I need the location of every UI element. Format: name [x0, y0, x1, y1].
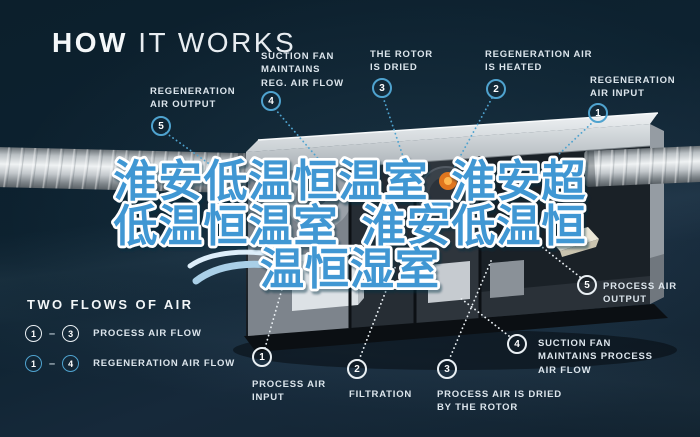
- callout-label-suction-fan-reg: SUCTION FAN MAINTAINS REG. AIR FLOW: [261, 51, 344, 89]
- left-duct: [0, 147, 256, 194]
- callout-number-process-4: 4: [507, 334, 527, 354]
- callout-number-process-3: 3: [437, 359, 457, 379]
- callout-number-process-1: 1: [252, 347, 272, 367]
- legend-row-regeneration: 1 – 4 REGENERATION AIR FLOW: [25, 355, 235, 372]
- callout-label-suction-fan-process: SUCTION FAN MAINTAINS PROCESS AIR FLOW: [538, 338, 653, 376]
- right-duct: [584, 145, 700, 187]
- callout-label-filtration: FILTRATION: [349, 389, 413, 400]
- legend-circle-3: 3: [62, 325, 80, 342]
- legend-circle-1: 1: [25, 325, 42, 342]
- callout-number-process-2: 2: [347, 359, 367, 379]
- legend-circle-1b: 1: [25, 355, 42, 372]
- callout-lines-process: [264, 242, 581, 361]
- legend-dash: –: [49, 327, 56, 340]
- callout-number-1: 1: [588, 103, 608, 123]
- title-bold: HOW: [52, 27, 128, 58]
- title-light: IT WORKS: [127, 27, 297, 58]
- callout-number-3: 3: [372, 78, 392, 98]
- callout-label-process-air-input: PROCESS AIR INPUT: [252, 379, 326, 404]
- swoosh-arrow: [187, 249, 297, 285]
- air-outlet-spout: [548, 227, 599, 257]
- legend-row-process: 1 – 3 PROCESS AIR FLOW: [25, 325, 202, 342]
- legend-title: TWO FLOWS OF AIR: [27, 297, 194, 312]
- callout-number-4: 4: [261, 91, 281, 111]
- callout-lines-regeneration: [165, 96, 595, 199]
- callout-label-process-air-output: PROCESS AIR OUTPUT: [603, 281, 677, 306]
- callout-number-5: 5: [151, 116, 171, 136]
- callout-label-process-air-dried: PROCESS AIR IS DRIED BY THE ROTOR: [437, 389, 562, 414]
- page-title: HOW IT WORKS: [52, 27, 296, 59]
- callout-label-rotor-dried: THE ROTOR IS DRIED: [370, 49, 433, 74]
- callout-number-2: 2: [486, 79, 506, 99]
- legend-label-regeneration: REGENERATION AIR FLOW: [93, 358, 236, 369]
- callout-label-regeneration-air-input: REGENERATION AIR INPUT: [590, 75, 676, 100]
- machine-body: [233, 112, 677, 370]
- legend-label-process: PROCESS AIR FLOW: [93, 328, 202, 339]
- callout-label-regeneration-air-output: REGENERATION AIR OUTPUT: [150, 86, 236, 111]
- legend-circle-4: 4: [62, 355, 80, 372]
- legend-dash: –: [49, 357, 56, 370]
- callout-number-process-5: 5: [577, 275, 597, 295]
- callout-label-regeneration-air-heated: REGENERATION AIR IS HEATED: [485, 49, 593, 74]
